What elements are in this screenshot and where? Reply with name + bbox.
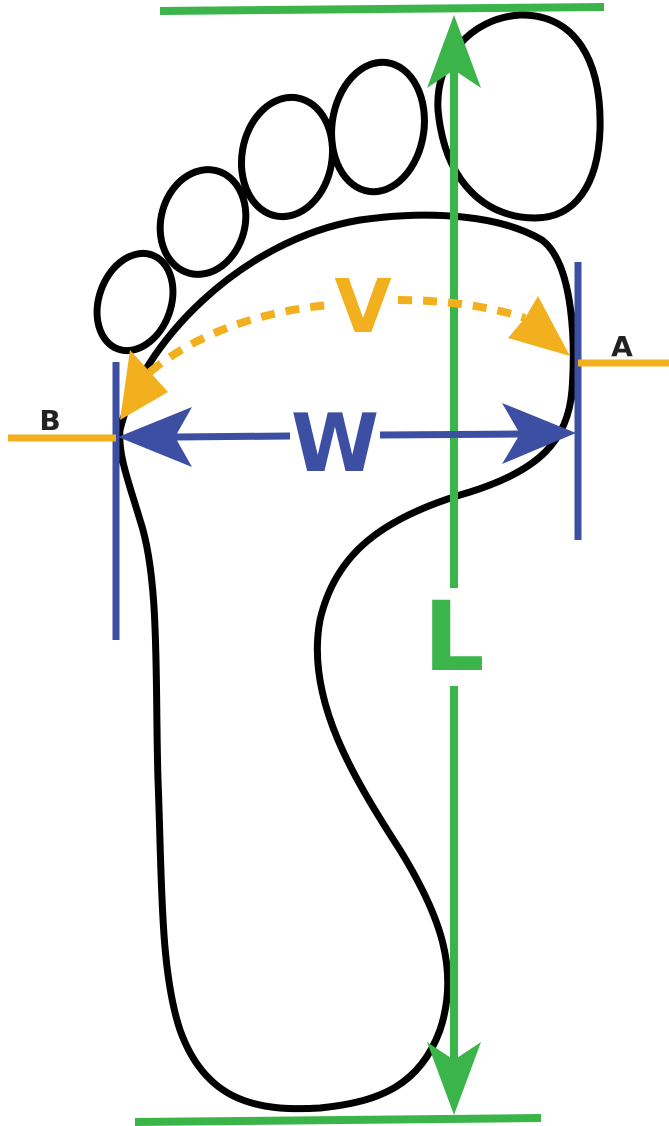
girth-arc-right bbox=[397, 296, 527, 322]
width-arrow-right bbox=[502, 403, 576, 464]
top-reference-line bbox=[159, 3, 605, 15]
width-line-right bbox=[379, 430, 521, 439]
bottom-reference-line bbox=[134, 1114, 542, 1126]
girth-arc-left bbox=[147, 301, 331, 376]
width-line-left bbox=[174, 432, 291, 441]
length-arrow-top bbox=[427, 15, 481, 88]
point-a-label: A bbox=[611, 330, 633, 363]
foot-outline bbox=[116, 211, 577, 1113]
reference-points: A B bbox=[8, 330, 669, 442]
girth-measure: V bbox=[120, 264, 570, 420]
toes bbox=[93, 11, 604, 355]
width-label: W bbox=[291, 397, 379, 490]
width-arrow-left bbox=[118, 407, 192, 467]
length-arrow-bottom bbox=[427, 1042, 481, 1115]
little-toe bbox=[93, 249, 177, 355]
second-toe bbox=[328, 58, 428, 196]
length-measure: L bbox=[134, 3, 605, 1126]
point-b-label: B bbox=[39, 404, 60, 437]
girth-arrow-left bbox=[120, 350, 168, 420]
big-toe bbox=[434, 11, 604, 222]
width-measure: W bbox=[112, 262, 582, 640]
length-label: L bbox=[423, 581, 484, 693]
fourth-toe bbox=[156, 166, 250, 278]
girth-label: V bbox=[334, 264, 391, 350]
third-toe bbox=[237, 93, 337, 221]
girth-arrow-right bbox=[508, 296, 570, 356]
